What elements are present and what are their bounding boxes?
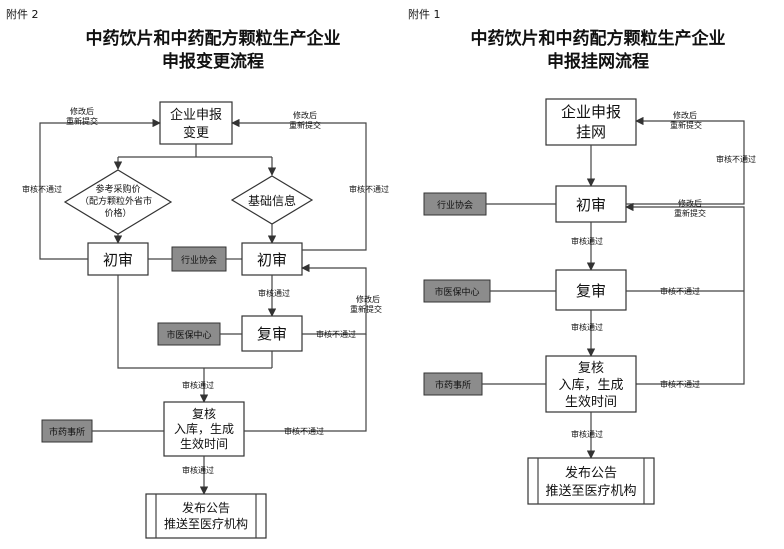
right-recheck-line3: 生效时间 xyxy=(565,395,617,410)
left-title-line2: 申报变更流程 xyxy=(162,51,264,72)
left-publish-line2: 推送至医疗机构 xyxy=(164,516,248,531)
right-recheck-line2: 入库，生成 xyxy=(558,377,623,393)
left-resubmit-loop-left xyxy=(39,118,161,260)
left-recheck-line2: 入库，生成 xyxy=(174,421,234,436)
left-flowchart: 附件 2 中药饮片和中药配方颗粒生产企业 申报变更流程 企业申报 变更 参考采购… xyxy=(6,7,389,539)
left-fail-review-label: 审核不通过 xyxy=(316,329,356,339)
left-price-line3: 价格） xyxy=(104,207,131,219)
left-apply-change-box xyxy=(159,101,233,145)
left-drug-affairs-label: 市药事所 xyxy=(49,426,85,438)
right-publish-line2: 推送至医疗机构 xyxy=(545,484,636,499)
left-resubmit-loop-right xyxy=(231,118,367,251)
right-apply-listing-line1: 企业申报 xyxy=(561,103,621,121)
left-review-label: 复审 xyxy=(257,325,287,343)
left-modify-mid-line1: 修改后 xyxy=(356,294,380,304)
right-modify-top-line1: 修改后 xyxy=(673,110,697,120)
right-fail-review-label: 审核不通过 xyxy=(660,286,700,296)
right-recheck-line1: 复核 xyxy=(578,361,604,376)
right-pass-2-label: 审核通过 xyxy=(571,322,603,332)
left-medical-center-label: 市医保中心 xyxy=(166,329,211,341)
left-review-fail-loop xyxy=(301,263,367,335)
left-pass-2-label: 审核通过 xyxy=(182,380,214,390)
left-price-line2: （配方颗粒外省市 xyxy=(80,195,152,207)
left-basic-info-label: 基础信息 xyxy=(248,193,296,208)
left-publish-line1: 发布公告 xyxy=(182,500,230,515)
right-resubmit-loop xyxy=(625,202,745,385)
right-attachment-label: 附件 1 xyxy=(408,7,441,21)
right-initial-review-label: 初审 xyxy=(576,196,606,214)
right-title-line1: 中药饮片和中药配方颗粒生产企业 xyxy=(471,28,726,49)
left-initial-review-a-label: 初审 xyxy=(103,251,133,269)
right-pass-1-label: 审核通过 xyxy=(571,236,603,246)
left-recheck-fail-loop xyxy=(244,334,367,432)
right-apply-listing-box xyxy=(545,98,637,146)
right-publish-line1: 发布公告 xyxy=(565,465,617,481)
right-review-label: 复审 xyxy=(576,282,606,300)
left-modify-right-line1: 修改后 xyxy=(293,110,317,120)
left-apply-change-line2: 变更 xyxy=(183,125,209,141)
left-industry-association-label: 行业协会 xyxy=(181,254,217,266)
left-fail-left-label: 审核不通过 xyxy=(22,184,62,194)
right-pass-3-label: 审核通过 xyxy=(571,429,603,439)
right-modify-top-line2: 重新提交 xyxy=(670,120,702,130)
left-recheck-line1: 复核 xyxy=(192,407,216,421)
left-pass-3-label: 审核通过 xyxy=(182,465,214,475)
left-fail-right-label: 审核不通过 xyxy=(349,184,389,194)
left-title-line1: 中药饮片和中药配方颗粒生产企业 xyxy=(86,28,341,49)
left-recheck-box xyxy=(163,401,245,457)
right-modify-mid-line2: 重新提交 xyxy=(674,208,706,218)
right-drug-affairs-label: 市药事所 xyxy=(435,379,471,391)
left-recheck-line3: 生效时间 xyxy=(180,436,228,451)
right-title-line2: 申报挂网流程 xyxy=(547,51,649,72)
left-modify-left-line1: 修改后 xyxy=(70,106,94,116)
left-connector xyxy=(117,275,272,369)
left-review-box xyxy=(241,315,303,352)
right-medical-center-label: 市医保中心 xyxy=(434,286,479,298)
left-initial-review-a-box xyxy=(87,242,149,276)
right-flowchart: 附件 1 中药饮片和中药配方颗粒生产企业 申报挂网流程 企业申报 挂网 初审 行… xyxy=(408,7,756,505)
right-modify-mid-line1: 修改后 xyxy=(678,198,702,208)
right-fail-top-label: 审核不通过 xyxy=(716,154,756,164)
left-apply-change-line1: 企业申报 xyxy=(170,107,222,123)
right-fail-recheck-label: 审核不通过 xyxy=(660,379,700,389)
left-modify-right-line2: 重新提交 xyxy=(289,120,321,130)
left-attachment-label: 附件 2 xyxy=(6,7,39,21)
left-initial-review-b-label: 初审 xyxy=(257,251,287,269)
right-apply-listing-line2: 挂网 xyxy=(576,123,606,141)
right-initial-fail-loop xyxy=(626,116,745,205)
left-price-line1: 参考采购价 xyxy=(95,183,140,195)
left-pass-1-label: 审核通过 xyxy=(258,288,290,298)
left-publish-box xyxy=(145,493,267,539)
right-review-box xyxy=(555,269,627,311)
left-modify-mid-line2: 重新提交 xyxy=(350,304,382,314)
right-publish-box xyxy=(527,457,655,505)
left-modify-left-line2: 重新提交 xyxy=(66,116,98,126)
right-industry-association-label: 行业协会 xyxy=(437,199,473,211)
left-fail-recheck-label: 审核不通过 xyxy=(284,426,324,436)
